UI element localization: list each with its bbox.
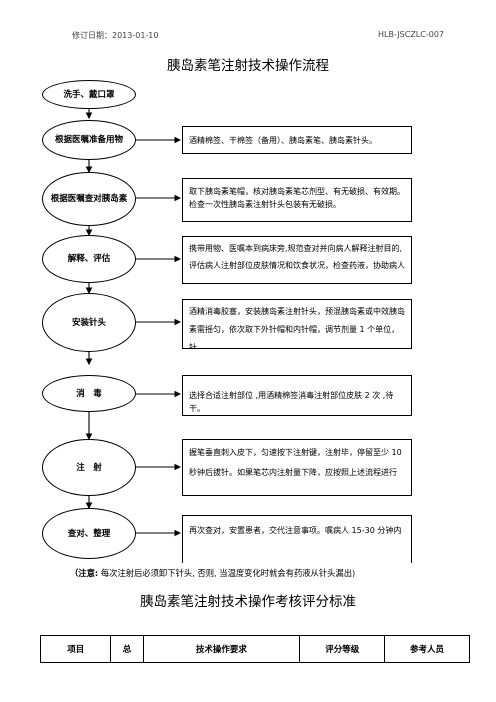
col-requirements: 技术操作要求 (142, 635, 301, 663)
step-inject: 注 射 (42, 439, 136, 496)
col-grade: 评分等级 (299, 635, 386, 663)
scoring-table: 项目 总 技术操作要求 评分等级 参考人员 (39, 635, 470, 663)
step-install-needle: 安装针头 (42, 293, 136, 352)
detail-install-needle: 酒精消毒胶塞，安装胰岛素注射针头，预混胰岛素或中效胰岛素需摇匀，依次取下外针帽和… (182, 299, 412, 349)
detail-recheck-tidy: 再次查对，安置患者，交代注意事项。嘱病人 15-30 分钟内 (182, 515, 412, 563)
col-item: 项目 (39, 635, 112, 663)
document-code: HLB-JSCZLC-007 (378, 30, 444, 39)
usage-note: （注意: 每次注射后必须卸下针头, 否则, 当温度变化时就会有药液从针头漏出) (70, 567, 355, 579)
step-disinfect: 消 毒 (42, 375, 136, 412)
page-title: 胰岛素笔注射技术操作流程 (167, 58, 329, 74)
revision-date: 修订日期：2013-01-10 (72, 31, 159, 40)
step-prepare-supplies: 根据医嘱准备用物 (42, 120, 136, 160)
note-prefix: （注意: (70, 568, 99, 578)
note-text: 每次注射后必须卸下针头, 否则, 当温度变化时就会有药液从针头漏出) (98, 568, 356, 578)
detail-prepare-supplies: 酒精棉签、干棉签（备用）、胰岛素笔、胰岛素针头。 (182, 126, 412, 154)
col-total: 总 (110, 635, 144, 663)
step-wash-hands: 洗手、戴口罩 (42, 80, 136, 109)
step-explain-assess: 解释、评估 (42, 235, 136, 283)
detail-inject: 握笔垂直刺入皮下，匀速按下注射键，注射毕，停留至少 10 秒钟后拔针。如果笔芯内… (182, 439, 412, 496)
col-reference: 参考人员 (384, 635, 470, 663)
detail-disinfect: 选择合适注射部位 ,用酒精棉签消毒注射部位皮肤 2 次 ,待干。 (182, 375, 412, 416)
step-recheck-tidy: 查对、整理 (42, 508, 136, 559)
table-header-row: 项目 总 技术操作要求 评分等级 参考人员 (39, 635, 470, 663)
detail-explain-assess: 携带用物、医嘱本到病床旁,规范查对并向病人解释注射目的,评估病人注射部位皮肤情况… (182, 236, 412, 284)
scoring-title: 胰岛素笔注射技术操作考核评分标准 (140, 594, 356, 610)
detail-check-insulin: 取下胰岛素笔帽，核对胰岛素笔芯剂型、有无破损、有效期。检查一次性胰岛素注射针头包… (182, 178, 412, 222)
step-check-insulin: 根据医嘱查对胰岛素 (42, 172, 136, 226)
